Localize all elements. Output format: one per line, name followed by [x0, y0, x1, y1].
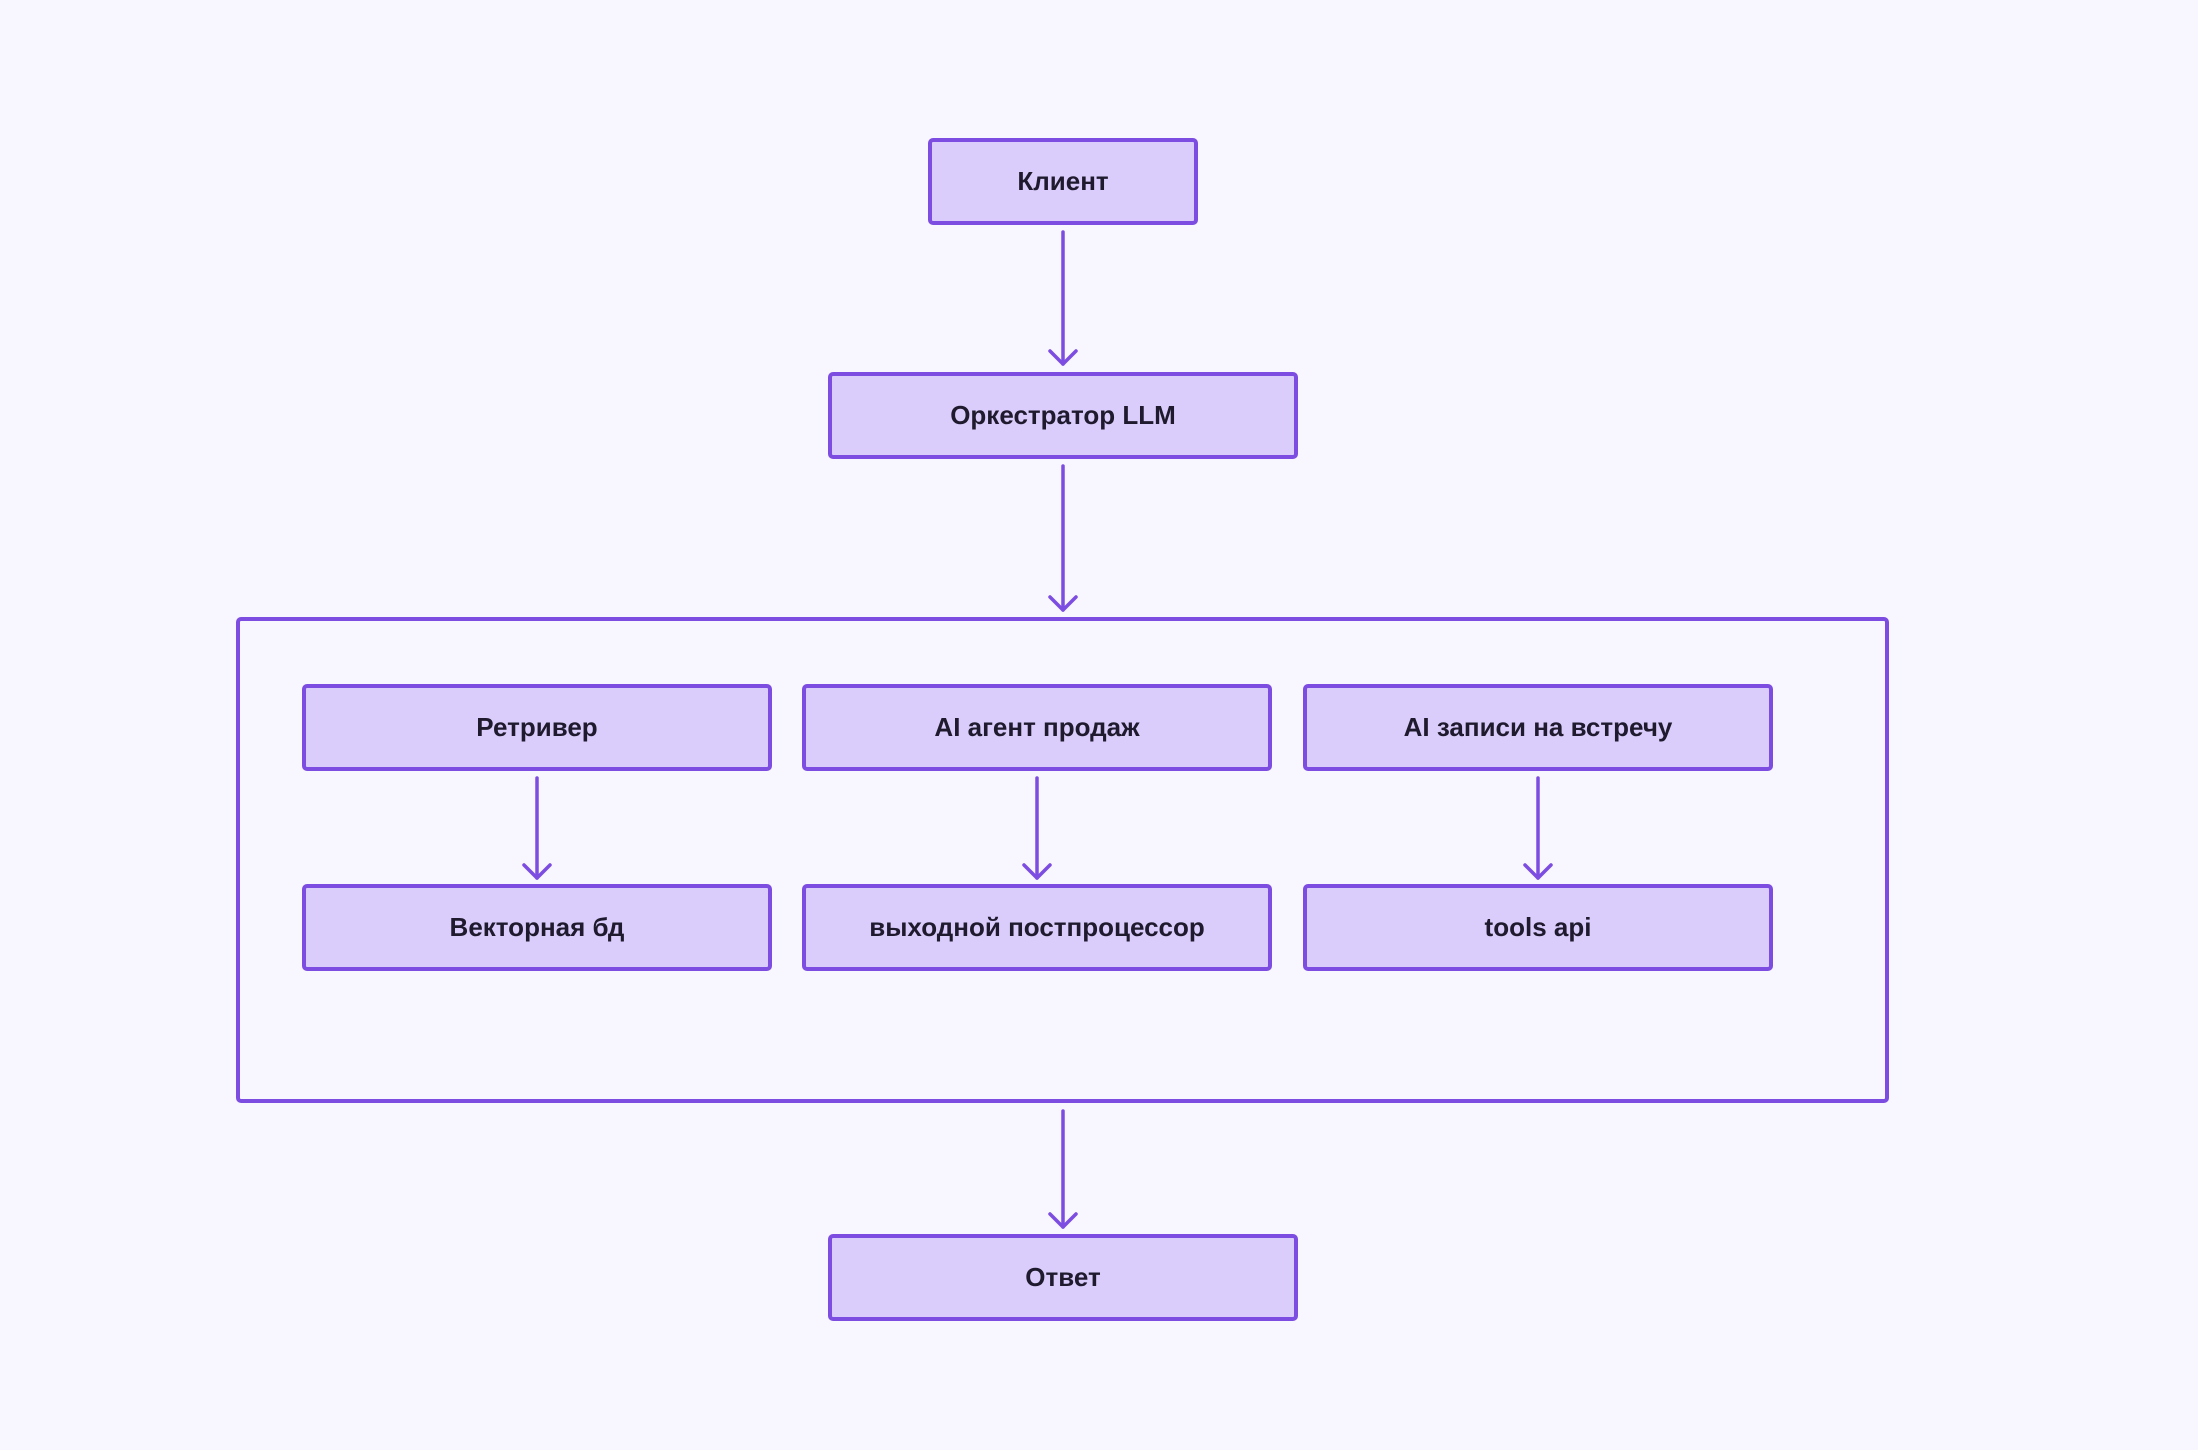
- node-answer-label: Ответ: [1025, 1262, 1101, 1292]
- edge-booking-agent-to-tools-api: [1523, 776, 1553, 880]
- node-ai-booking-agent[interactable]: AI записи на встречу: [1303, 684, 1773, 771]
- node-retriever[interactable]: Ретривер: [302, 684, 772, 771]
- edge-client-to-orchestrator: [1048, 230, 1078, 366]
- edge-retriever-to-vector-db: [522, 776, 552, 880]
- edge-orchestrator-to-group: [1048, 464, 1078, 612]
- node-tools-api-label: tools api: [1484, 912, 1592, 942]
- node-booking-agent-label: AI записи на встречу: [1403, 712, 1673, 742]
- node-vector-db[interactable]: Векторная бд: [302, 884, 772, 971]
- node-vector-db-label: Векторная бд: [449, 912, 625, 942]
- node-answer[interactable]: Ответ: [828, 1234, 1298, 1321]
- node-postprocessor-label: выходной постпроцессор: [869, 912, 1205, 942]
- edge-sales-agent-to-postprocessor: [1022, 776, 1052, 880]
- node-tools-api[interactable]: tools api: [1303, 884, 1773, 971]
- node-output-postprocessor[interactable]: выходной постпроцессор: [802, 884, 1272, 971]
- node-retriever-label: Ретривер: [476, 712, 598, 742]
- node-ai-sales-agent[interactable]: AI агент продаж: [802, 684, 1272, 771]
- node-client-label: Клиент: [1017, 166, 1109, 196]
- node-orchestrator-llm[interactable]: Оркестратор LLM: [828, 372, 1298, 459]
- edge-group-to-answer: [1048, 1109, 1078, 1229]
- node-orchestrator-label: Оркестратор LLM: [950, 400, 1176, 430]
- node-sales-agent-label: AI агент продаж: [934, 712, 1140, 742]
- agents-group-container: [236, 617, 1889, 1103]
- node-client[interactable]: Клиент: [928, 138, 1198, 225]
